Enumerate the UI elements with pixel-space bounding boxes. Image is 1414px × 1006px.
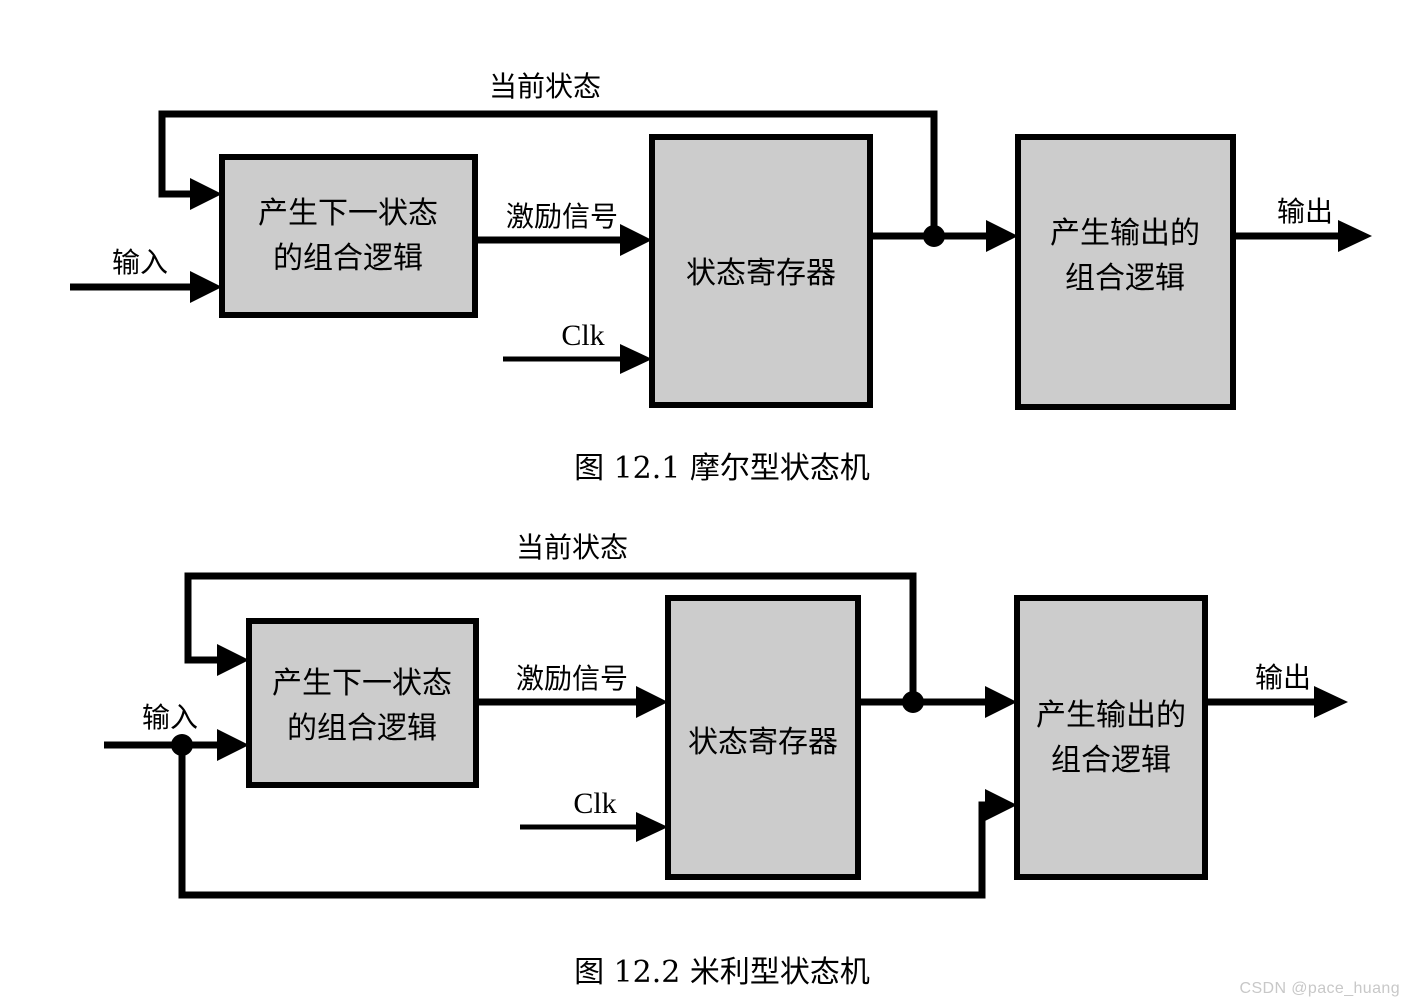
moore-output-logic-label-line1: 产生输出的	[1050, 216, 1200, 251]
mealy-excitation-label: 激励信号	[516, 662, 628, 695]
mealy-next-state-logic-box[interactable]	[246, 618, 479, 788]
moore-input-arrowhead	[190, 271, 222, 303]
moore-state-out-arrowhead	[986, 220, 1018, 252]
moore-clock-label: Clk	[561, 319, 604, 352]
moore-caption: 图 12.1 摩尔型状态机	[574, 451, 870, 486]
moore-next-state-logic-label-line1: 产生下一状态	[258, 196, 438, 231]
figure-mealy: 产生下一状态 的组合逻辑 状态寄存器 产生输出的 组合逻辑 当前状态 输入 激励…	[104, 531, 1348, 990]
mealy-input-feedback-arrowhead	[985, 789, 1017, 821]
mealy-caption: 图 12.2 米利型状态机	[574, 955, 870, 990]
moore-excitation-arrowhead	[620, 224, 652, 256]
moore-next-state-logic-label-line2: 的组合逻辑	[273, 241, 423, 276]
mealy-clock-label: Clk	[573, 787, 616, 820]
moore-excitation-label: 激励信号	[506, 200, 618, 233]
moore-state-register-label: 状态寄存器	[686, 256, 836, 291]
mealy-input-label: 输入	[142, 701, 198, 734]
mealy-output-label: 输出	[1255, 661, 1311, 694]
mealy-next-state-logic-label-line2: 的组合逻辑	[287, 711, 437, 746]
mealy-input-arrowhead	[217, 729, 249, 761]
mealy-output-arrowhead	[1314, 686, 1348, 718]
mealy-state-register-label: 状态寄存器	[688, 725, 838, 760]
mealy-input-junction-dot	[171, 734, 193, 756]
moore-next-state-logic-box[interactable]	[219, 154, 478, 318]
figure-moore: 产生下一状态 的组合逻辑 状态寄存器 产生输出的 组合逻辑 当前状态 输入 激励…	[70, 70, 1372, 486]
mealy-next-state-logic-label-line1: 产生下一状态	[272, 666, 452, 701]
moore-current-state-label: 当前状态	[489, 70, 601, 103]
moore-output-logic-box[interactable]	[1015, 134, 1236, 410]
mealy-state-junction-dot	[902, 691, 924, 713]
mealy-excitation-arrowhead	[636, 686, 668, 718]
moore-clock-arrowhead	[620, 344, 652, 374]
moore-current-state-wire	[158, 110, 938, 236]
mealy-output-logic-label-line2: 组合逻辑	[1051, 743, 1171, 778]
mealy-state-register-box[interactable]	[665, 595, 861, 880]
mealy-current-state-label: 当前状态	[516, 531, 628, 564]
moore-current-state-arrowhead	[190, 178, 222, 210]
moore-input-label: 输入	[112, 246, 168, 279]
moore-state-junction-dot	[923, 225, 945, 247]
mealy-current-state-arrowhead	[217, 644, 249, 676]
mealy-output-logic-label-line1: 产生输出的	[1036, 698, 1186, 733]
moore-output-arrowhead	[1338, 220, 1372, 252]
moore-output-logic-label-line2: 组合逻辑	[1065, 261, 1185, 296]
mealy-current-state-wire	[184, 572, 917, 702]
moore-output-label: 输出	[1277, 195, 1333, 228]
moore-state-register-box[interactable]	[649, 134, 873, 408]
mealy-clock-arrowhead	[636, 812, 668, 842]
watermark: CSDN @pace_huang	[1239, 980, 1400, 997]
mealy-output-logic-box[interactable]	[1014, 595, 1208, 880]
mealy-state-out-arrowhead	[985, 686, 1017, 718]
